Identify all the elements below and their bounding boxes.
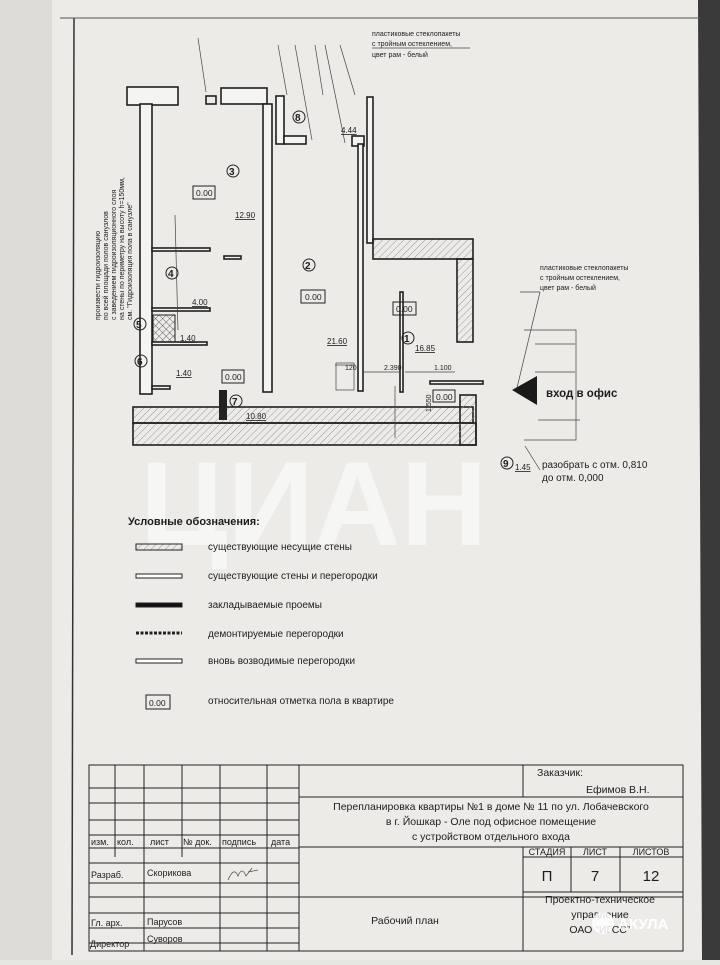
legend-symbols <box>135 543 183 710</box>
room-6-number: 6 <box>137 357 143 368</box>
svg-text:произвести гидроизоляцию: произвести гидроизоляцию <box>95 231 102 320</box>
legend-item-demolished: демонтируемые перегородки <box>208 629 344 640</box>
room-2-level: 0.00 <box>305 292 322 302</box>
dimension-1100: 1.100 <box>434 365 452 372</box>
organization-line-1: Проектно-техническое <box>545 894 655 906</box>
room-1-area: 16.85 <box>415 344 436 353</box>
room-9-number: 9 <box>503 459 509 470</box>
project-title-line-2: в г. Йошкар - Оле под офисное помещение <box>386 815 596 828</box>
dimension-2390: 2.390 <box>384 365 402 372</box>
entrance-arrow-icon <box>512 376 537 405</box>
room-7-number: 7 <box>232 397 238 408</box>
right-window-note-3: цвет рам - белый <box>540 284 596 292</box>
filled-opening <box>219 390 227 420</box>
room-5-area: 1.40 <box>180 334 196 343</box>
top-window-note-2: с тройным остеклением, <box>372 40 452 48</box>
stage-value: П <box>542 868 553 885</box>
room-3-number: 3 <box>229 167 235 178</box>
dimension-120: 120 <box>345 365 357 372</box>
sheets-value: 12 <box>643 868 660 885</box>
project-title-line-1: Перепланировка квартиры №1 в доме № 11 п… <box>333 801 649 813</box>
legend-item-filled-openings: закладываемые проемы <box>208 600 322 611</box>
sheet-label: ЛИСТ <box>583 847 608 857</box>
legend-item-bearing-walls: существующие несущие стены <box>208 542 352 553</box>
name-chief-architect: Парусов <box>147 917 182 927</box>
right-window-note-2: с тройным остеклением, <box>540 274 620 282</box>
room-5-number: 5 <box>136 320 142 331</box>
bathroom-hatch <box>152 314 176 343</box>
sheets-label: ЛИСТОВ <box>633 847 670 857</box>
legend-title: Условные обозначения: <box>128 516 260 528</box>
title-block-grid <box>88 764 684 952</box>
stage-label: СТАДИЯ <box>529 847 566 857</box>
room-labels <box>133 110 514 470</box>
demolish-note-2: до отм. 0,000 <box>542 473 604 484</box>
room-4-number: 4 <box>168 269 174 280</box>
svg-text:АКУЛА: АКУЛА <box>618 916 669 933</box>
signature <box>227 867 259 881</box>
svg-text:по всей площади полов санузлов: по всей площади полов санузлов <box>102 211 110 320</box>
room-3-area: 12.90 <box>235 211 256 220</box>
legend-item-new-partitions: вновь возводимые перегородки <box>208 656 355 667</box>
top-window-note-3: цвет рам - белый <box>372 51 428 59</box>
legend-level-sample: 0.00 <box>149 698 166 708</box>
room-1-level: 0.00 <box>396 304 413 314</box>
entrance-label: вход в офис <box>546 388 618 400</box>
name-developer: Скорикова <box>147 868 191 878</box>
role-developer: Разраб. <box>91 870 123 880</box>
room-6-area: 1.40 <box>176 369 192 378</box>
demolish-note-1: разобрать с отм. 0,810 <box>542 459 648 471</box>
waterproofing-note: произвести гидроизоляцию по всей площади… <box>95 177 134 320</box>
room-8-area: 4.44 <box>341 126 357 135</box>
header-signature: подпись <box>222 837 256 847</box>
name-director: Суворов <box>147 934 183 944</box>
cian-watermark: ЦИАН <box>140 437 487 571</box>
top-window-note-1: пластиковые стеклопакеты <box>372 31 460 38</box>
svg-text:с заведением гидроизоляционног: с заведением гидроизоляционного слоя <box>111 189 118 320</box>
room-8-number: 8 <box>295 113 301 124</box>
room-7-level: 0.00 <box>225 372 242 382</box>
room-7-area: 10.80 <box>246 412 267 421</box>
room-2-number: 2 <box>305 261 311 272</box>
dimension-1550: 1.550 <box>426 394 433 412</box>
header-list: лист <box>150 837 169 847</box>
role-director: Директор <box>90 939 129 949</box>
header-izm: изм. <box>91 837 109 847</box>
room-3-level: 0.00 <box>196 188 213 198</box>
project-title-line-3: с устройством отдельного входа <box>412 831 570 843</box>
svg-text:на стены по периметру на высот: на стены по периметру на высоту h=150мм, <box>119 177 126 320</box>
role-chief-architect: Гл. арх. <box>91 918 123 928</box>
akula-logo: АКУЛА <box>592 912 669 934</box>
drawing-name: Рабочий план <box>371 915 439 927</box>
legend-item-existing-walls: существующие стены и перегородки <box>208 571 378 582</box>
room-2-area: 21.60 <box>327 337 348 346</box>
customer-label: Заказчик: <box>537 767 583 779</box>
window-leaders <box>174 37 580 471</box>
right-window-note-1: пластиковые стеклопакеты <box>540 265 628 272</box>
sheet-frame-left <box>71 17 75 956</box>
room-4-area: 4.00 <box>192 298 208 307</box>
legend-item-floor-level: относительная отметка пола в квартире <box>208 696 394 707</box>
header-date: дата <box>271 837 290 847</box>
walls <box>126 86 484 446</box>
room-9-level: 0.00 <box>436 392 453 402</box>
room-1-number: 1 <box>404 334 410 345</box>
svg-text:см. "Гидроизоляция пола в сану: см. "Гидроизоляция пола в санузле" <box>127 202 134 320</box>
customer-name: Ефимов В.Н. <box>586 784 649 796</box>
room-9-area: 1.45 <box>515 463 531 472</box>
sheet-value: 7 <box>591 868 599 885</box>
header-kol: кол. <box>117 837 134 847</box>
header-doc-no: № док. <box>183 837 212 847</box>
